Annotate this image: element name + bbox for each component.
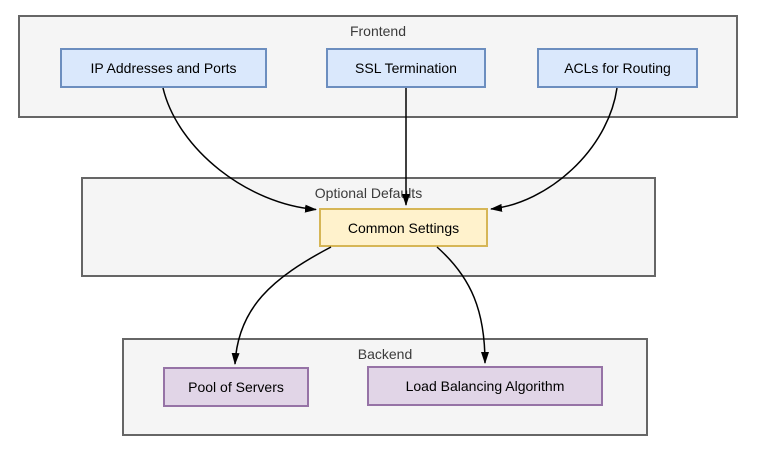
container-backend-label: Backend <box>357 346 413 362</box>
node-load-balancing-algorithm-label: Load Balancing Algorithm <box>405 378 565 394</box>
node-acls-for-routing: ACLs for Routing <box>537 48 698 88</box>
node-acls-for-routing-label: ACLs for Routing <box>564 60 671 76</box>
node-ssl-termination: SSL Termination <box>326 48 486 88</box>
node-load-balancing-algorithm: Load Balancing Algorithm <box>367 366 603 406</box>
node-pool-of-servers: Pool of Servers <box>163 367 309 407</box>
node-common-settings: Common Settings <box>319 208 488 247</box>
node-ip-addresses-and-ports: IP Addresses and Ports <box>60 48 267 88</box>
node-ip-addresses-and-ports-label: IP Addresses and Ports <box>90 60 237 76</box>
container-optional-defaults-label: Optional Defaults <box>314 185 423 201</box>
node-ssl-termination-label: SSL Termination <box>355 60 457 76</box>
container-frontend-label: Frontend <box>349 23 407 39</box>
node-pool-of-servers-label: Pool of Servers <box>188 379 284 395</box>
node-common-settings-label: Common Settings <box>347 219 460 236</box>
